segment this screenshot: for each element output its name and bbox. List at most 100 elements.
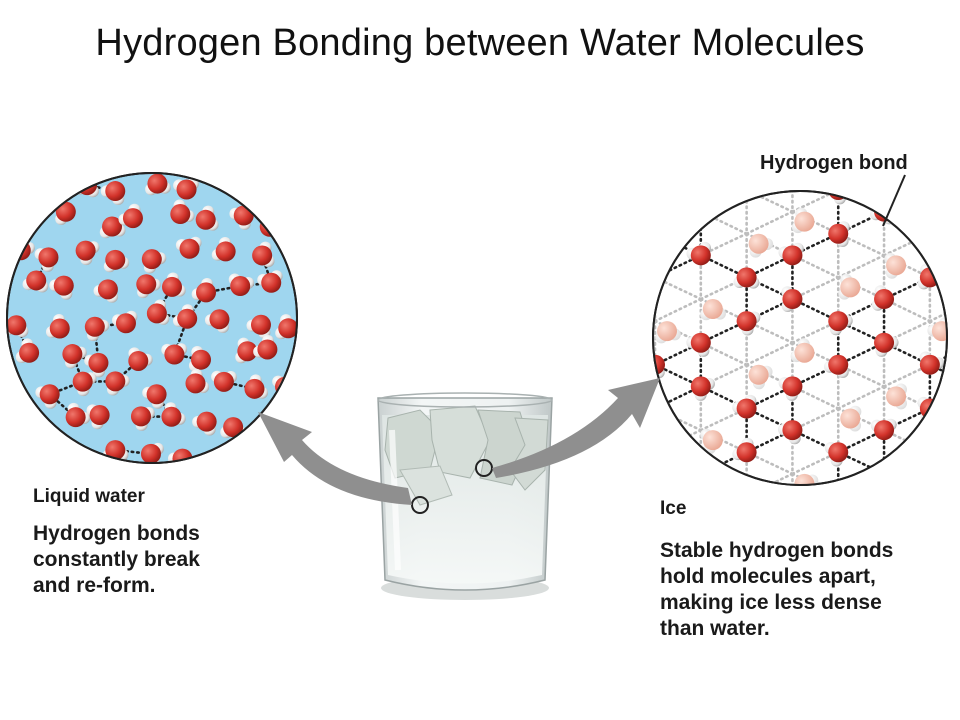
water-molecule [732,394,757,419]
water-molecule [928,482,941,485]
water-molecule [927,452,947,476]
water-molecule [100,181,126,206]
hydrogen-bond-dots [928,191,947,213]
water-molecule [235,337,258,364]
water-molecule [49,275,74,300]
water-molecule [748,233,774,258]
water-molecule [874,332,899,357]
water-molecule [733,267,760,289]
hydrogen-bond-dots [653,232,657,257]
hydrogen-bond-dots [928,472,947,485]
water-molecule [686,241,712,266]
water-molecule [744,492,768,516]
hydrogen-bond-dots [653,319,657,345]
water-molecule [72,371,97,397]
water-molecule [597,462,623,484]
water-molecule [185,368,210,394]
water-molecule [93,279,119,303]
water-molecule [823,354,849,379]
hydrogen-bond-dots [930,496,960,518]
water-molecule [871,462,895,485]
hydrogen-bond-dots [609,518,655,540]
water-molecule [130,406,155,431]
hydrogen-bond-dots [699,191,748,192]
water-molecule [778,242,804,266]
ice-circle [596,132,960,571]
hydrogen-bond-dots [928,191,947,192]
water-molecule [653,354,665,379]
water-molecule [736,311,761,336]
water-molecule [690,376,715,401]
liquid-water-description: Hydrogen bonds constantly break and re-f… [33,522,200,597]
hydrogen-bond-dots [928,450,947,476]
hydrogen-bond-dots [653,254,657,279]
hydrogen-bond-dots [653,297,657,323]
water-molecule [105,371,130,396]
hydrogen-bond-dots [747,496,793,518]
water-molecule [599,155,620,181]
water-molecule [257,270,283,293]
water-molecule [657,452,682,477]
water-molecule [781,286,803,313]
water-molecule [246,314,271,339]
hydrogen-bond-dots [884,518,930,540]
water-molecule [653,223,670,248]
hydrogen-bond-dots [928,407,947,432]
water-molecule [161,402,186,427]
hydrogen-bond-dots [699,472,748,485]
water-molecule [136,274,161,299]
water-molecule [112,310,138,334]
water-molecule [686,332,711,357]
water-molecule [917,263,940,290]
hydrogen-bond-dots [655,146,701,168]
water-molecule [828,221,850,248]
hydrogen-bond-label: Hydrogen bond [760,152,908,174]
glass-of-ice-water [377,392,553,600]
hydrogen-bond-dots [930,146,960,168]
hydrogen-bond-dots [884,496,930,518]
water-molecule [140,442,164,463]
hydrogen-bond-dots [653,191,657,213]
water-molecule [687,508,711,532]
hydrogen-bond-dots [653,191,703,213]
water-molecule [780,508,806,530]
hydrogen-bond-dots [655,518,701,540]
water-molecule [35,384,60,409]
hydrogen-bond-dots [747,518,793,540]
water-molecule [886,383,908,410]
water-molecule [65,402,91,428]
water-molecule [794,473,819,485]
hydrogen-bond-dots [838,496,884,518]
ice-cubes [384,405,549,506]
water-molecule [886,514,908,539]
hydrogen-bond-dots [792,496,838,518]
water-molecule [826,483,839,485]
water-molecule [170,199,195,225]
hydrogen-bond-dots [609,146,655,168]
water-molecule [128,347,153,371]
water-molecule [709,191,722,192]
hydrogen-bond-dots [882,450,932,476]
water-molecule [645,132,669,156]
water-molecule [211,236,236,262]
water-molecule [142,384,167,409]
hydrogen-bond-dots [653,276,657,301]
hydrogen-bond-dots [653,210,657,235]
water-molecule [596,549,622,571]
water-molecule [244,374,269,399]
hydrogen-bond-dots [930,518,960,540]
hydrogen-bond-dots [653,472,703,485]
hydrogen-bond-dots [653,210,703,235]
water-molecule [118,203,143,229]
hydrogen-bond-pointer [882,174,906,227]
hydrogen-bond-dots [792,518,838,540]
water-molecule [172,304,198,329]
water-molecule [609,254,631,279]
water-molecule [191,277,217,303]
liquid-water-circle [6,172,298,464]
water-molecule [838,273,861,300]
hydrogen-bond-dots [653,472,657,485]
water-molecule [931,191,947,215]
water-molecule [791,207,815,234]
